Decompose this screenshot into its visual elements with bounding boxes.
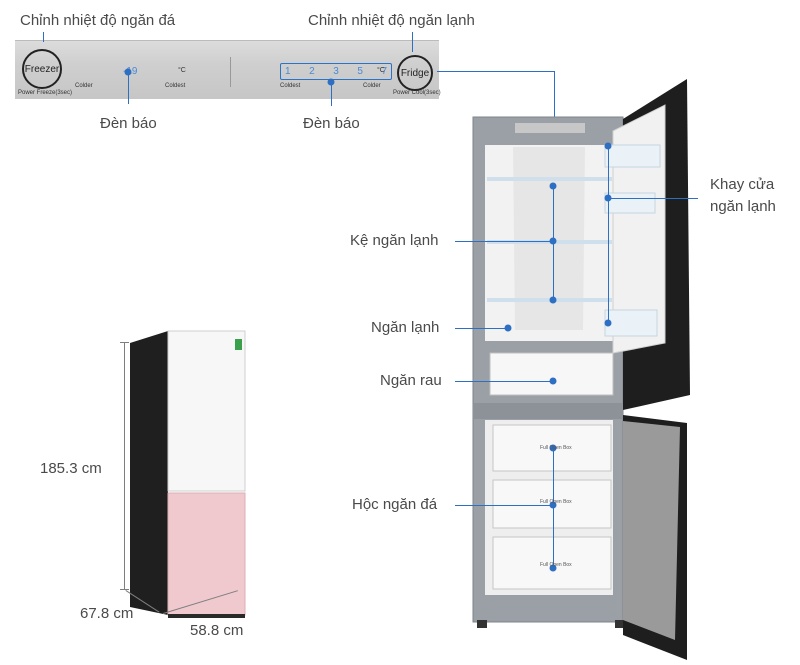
freezer-temp-label: Chỉnh nhiệt độ ngăn đá <box>20 12 176 29</box>
connector <box>412 32 413 52</box>
door-tray <box>604 144 661 168</box>
closed-fridge-top-door <box>167 330 246 492</box>
freezer-drawer-shape <box>492 536 612 590</box>
freezer-button[interactable]: Freezer <box>22 49 62 89</box>
energy-label <box>235 339 242 350</box>
fridge-sub-label: Power Cool(3sec) <box>393 90 441 96</box>
freezer-coldest-label: Coldest <box>165 83 186 89</box>
connector <box>331 82 332 106</box>
fridge-door-bottom-inner <box>623 421 680 640</box>
fridge-digit: 2 <box>309 66 315 77</box>
fridge-button[interactable]: Fridge <box>397 55 433 91</box>
freezer-colder-label: Colder <box>75 83 93 89</box>
connector <box>128 72 129 104</box>
compartment-divider <box>473 403 623 419</box>
callout-dot <box>549 296 557 304</box>
connector <box>608 146 609 323</box>
fridge-temp-label: Chỉnh nhiệt độ ngăn lạnh <box>308 12 475 29</box>
fridge-coldest-label: Coldest <box>280 83 301 89</box>
connector <box>437 71 554 72</box>
height-dimension-line <box>124 342 125 589</box>
fridge-button-label: Fridge <box>400 67 430 79</box>
door-tray <box>604 192 656 214</box>
panel-divider <box>230 57 231 87</box>
closed-fridge-bottom-door <box>167 492 246 616</box>
freezer-unit: °C <box>178 67 186 74</box>
shelf <box>487 177 612 181</box>
callout-dot <box>549 377 557 385</box>
indicator-left-label: Đèn báo <box>100 115 157 132</box>
vegetable-drawer-shape <box>489 352 614 396</box>
control-strip <box>515 123 585 133</box>
closed-fridge-base <box>168 614 245 618</box>
callout-dot <box>549 501 557 509</box>
height-dimension-label: 185.3 cm <box>40 460 102 477</box>
callout-dot <box>549 444 557 452</box>
callout-dot <box>549 182 557 190</box>
callout-dot <box>604 194 612 202</box>
vegetable-drawer-label: Ngăn rau <box>380 372 442 389</box>
connector <box>554 71 555 126</box>
callout-dot <box>549 564 557 572</box>
foot <box>477 620 487 628</box>
fridge-shelf-label: Kệ ngăn lạnh <box>350 232 439 249</box>
fridge-unit: °C <box>377 67 385 74</box>
connector <box>455 241 553 242</box>
drawer-tag: Full Open Box <box>540 499 572 505</box>
freezer-button-label: Freezer <box>24 63 60 75</box>
fridge-back-wall <box>513 147 585 330</box>
callout-dot <box>549 237 557 245</box>
connector <box>455 328 508 329</box>
width-dimension-label: 58.8 cm <box>190 622 244 639</box>
open-fridge-illustration <box>472 79 690 660</box>
closed-fridge-side <box>130 331 168 615</box>
fridge-colder-label: Colder <box>363 83 381 89</box>
door-tray-label-line2: ngăn lạnh <box>710 198 776 215</box>
fridge-digit: 7 <box>381 66 387 77</box>
freezer-sub-label: Power Freeze(3sec) <box>18 90 73 96</box>
control-panel: Freezer Power Freeze(3sec) Colder -19 °C… <box>15 40 441 99</box>
closed-fridge-illustration <box>130 330 246 618</box>
foot <box>615 620 625 628</box>
fridge-digit: 5 <box>357 66 363 77</box>
freezer-drawer-label: Hộc ngăn đá <box>352 496 438 513</box>
fridge-digit: 3 <box>333 66 339 77</box>
callout-dot <box>604 142 612 150</box>
callout-dot <box>604 319 612 327</box>
drawer-tag: Full Open Box <box>540 562 572 568</box>
height-dimension-tick <box>120 589 129 590</box>
connector <box>455 381 553 382</box>
indicator-right-label: Đèn báo <box>303 115 360 132</box>
callout-dot <box>504 324 512 332</box>
connector <box>43 32 44 42</box>
fridge-digit: 1 <box>285 66 291 77</box>
fridge-compartment-label: Ngăn lạnh <box>371 319 440 336</box>
depth-dimension-label: 67.8 cm <box>80 605 134 622</box>
callout-dot <box>327 78 335 86</box>
connector <box>608 198 698 199</box>
connector <box>455 505 553 506</box>
height-dimension-tick <box>120 342 129 343</box>
fridge-temp-display: 1 2 3 5 7 <box>280 63 392 80</box>
door-tray-label-line1: Khay cửa <box>710 176 775 193</box>
callout-dot <box>124 68 132 76</box>
drawer-tag: Full Open Box <box>540 445 572 451</box>
door-tray <box>604 309 658 337</box>
